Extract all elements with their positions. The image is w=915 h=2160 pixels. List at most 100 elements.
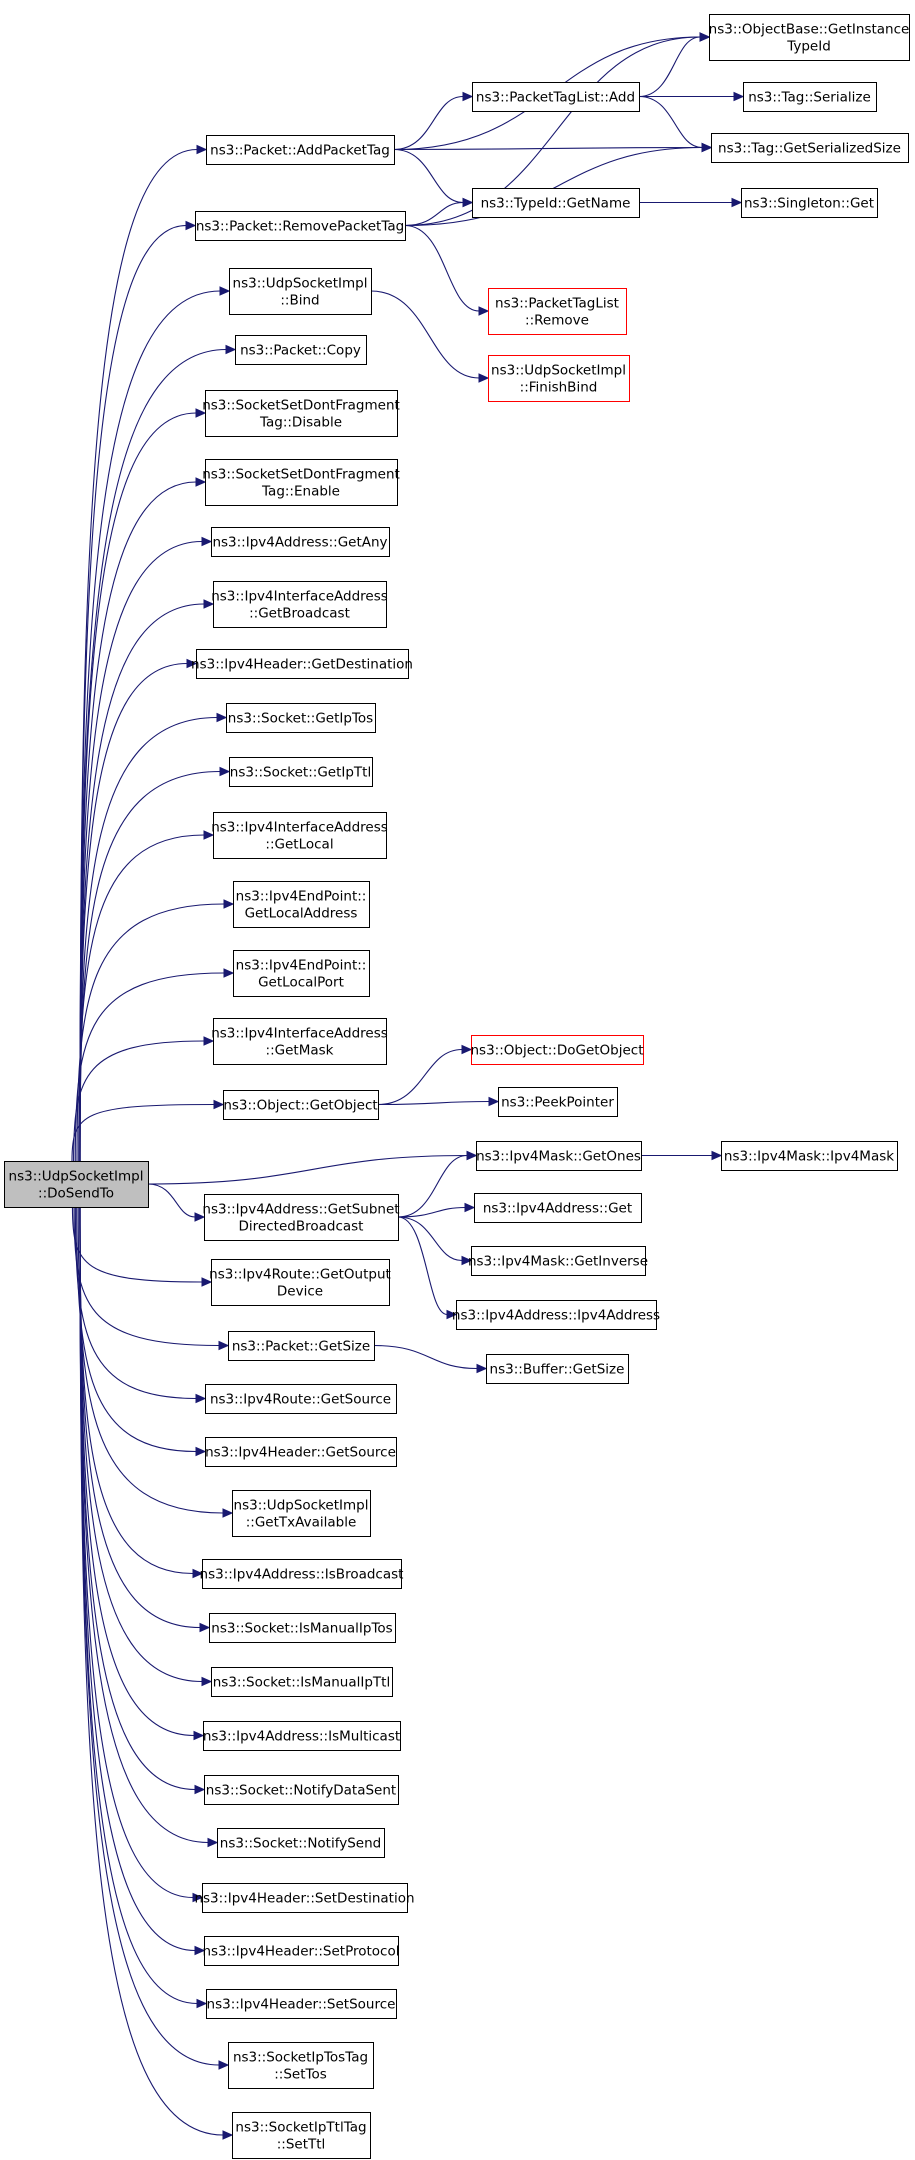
node-box	[476, 1141, 642, 1171]
node-dosendto[interactable]: ns3::UdpSocketImpl::DoSendTo	[4, 1161, 149, 1208]
node-getipttl[interactable]: ns3::Socket::GetIpTtl	[229, 757, 373, 787]
edge-dosendto-setttl	[79, 1206, 224, 2136]
arrow-head	[201, 536, 213, 547]
node-notifydatasent[interactable]: ns3::Socket::NotifyDataSent	[204, 1775, 399, 1805]
node-label: GetLocalAddress	[245, 906, 358, 922]
node-isbroadcast[interactable]: ns3::Ipv4Address::IsBroadcast	[200, 1559, 404, 1589]
node-addressipv4address[interactable]: ns3::Ipv4Address::Ipv4Address	[452, 1300, 660, 1330]
node-setsource[interactable]: ns3::Ipv4Header::SetSource	[206, 1989, 397, 2019]
node-setprotocol[interactable]: ns3::Ipv4Header::SetProtocol	[203, 1936, 400, 1966]
node-box	[488, 288, 627, 335]
node-setttl[interactable]: ns3::SocketIpTtlTag::SetTtl	[232, 2112, 371, 2159]
node-bind[interactable]: ns3::UdpSocketImpl::Bind	[229, 268, 372, 315]
arrow-head	[203, 1036, 215, 1046]
node-taggetserializedsize[interactable]: ns3::Tag::GetSerializedSize	[711, 133, 909, 163]
node-getlocaladdress[interactable]: ns3::Ipv4EndPoint::GetLocalAddress	[233, 881, 370, 928]
node-maskipv4mask[interactable]: ns3::Ipv4Mask::Ipv4Mask	[721, 1141, 898, 1171]
arrow-head	[193, 1730, 205, 1741]
edge-getsubnet-maskgetones	[397, 1154, 468, 1218]
node-typeidgetname[interactable]: ns3::TypeId::GetName	[472, 188, 640, 218]
arrow-head	[462, 197, 474, 208]
node-routegetsource[interactable]: ns3::Ipv4Route::GetSource	[205, 1384, 397, 1414]
node-getdestination[interactable]: ns3::Ipv4Header::GetDestination	[191, 649, 413, 679]
arrow-head	[201, 1277, 213, 1287]
node-getlocalport[interactable]: ns3::Ipv4EndPoint::GetLocalPort	[233, 950, 370, 997]
edge-dosendto-getdestination	[79, 662, 188, 1162]
edge-getsubnet-maskgetinverse	[397, 1216, 463, 1262]
node-getbroadcast[interactable]: ns3::Ipv4InterfaceAddress::GetBroadcast	[211, 581, 388, 628]
node-ismanualiptos[interactable]: ns3::Socket::IsManualIpTos	[209, 1613, 396, 1643]
node-label: ns3::Ipv4Header::SetSource	[207, 1997, 396, 2013]
node-getsize[interactable]: ns3::Packet::GetSize	[228, 1331, 375, 1361]
node-getsubnet[interactable]: ns3::Ipv4Address::GetSubnetDirectedBroad…	[202, 1194, 400, 1241]
node-box	[213, 1018, 387, 1065]
edge-dosendto-getlocal	[78, 834, 205, 1162]
node-headergetsource[interactable]: ns3::Ipv4Header::GetSource	[205, 1437, 397, 1467]
edge-packettaglistadd-getinstancetypeid	[638, 36, 701, 98]
edge-dosendto-getany	[79, 540, 203, 1162]
node-label: ::GetTxAvailable	[246, 1515, 357, 1531]
node-label: ns3::Ipv4Header::SetProtocol	[203, 1944, 400, 1960]
node-settos[interactable]: ns3::SocketIpTosTag::SetTos	[228, 2042, 374, 2089]
node-dogetobject[interactable]: ns3::Object::DoGetObject	[470, 1035, 644, 1065]
node-maskgetones[interactable]: ns3::Ipv4Mask::GetOnes	[476, 1141, 642, 1171]
node-removepackettag[interactable]: ns3::Packet::RemovePacketTag	[195, 211, 406, 241]
arrow-head	[195, 477, 207, 487]
node-box	[226, 703, 376, 733]
arrow-head	[731, 197, 743, 208]
node-singletonget[interactable]: ns3::Singleton::Get	[741, 188, 878, 218]
node-label: ns3::Ipv4Route::GetSource	[210, 1392, 391, 1408]
node-label: DirectedBroadcast	[239, 1219, 364, 1235]
edge-dosendto-gettxavailable	[77, 1206, 224, 1514]
node-setdestination[interactable]: ns3::Ipv4Header::SetDestination	[194, 1883, 415, 1913]
node-label: ::GetBroadcast	[249, 606, 350, 622]
node-getmask[interactable]: ns3::Ipv4InterfaceAddress::GetMask	[211, 1018, 388, 1065]
node-getiptos[interactable]: ns3::Socket::GetIpTos	[226, 703, 376, 733]
node-copy[interactable]: ns3::Packet::Copy	[235, 335, 367, 365]
node-label: ns3::Packet::GetSize	[232, 1339, 370, 1355]
edge-dosendto-maskgetones	[147, 1154, 468, 1185]
node-label: ns3::Socket::GetIpTtl	[230, 765, 371, 781]
node-label: ns3::PacketTagList	[495, 296, 619, 312]
node-finishbind[interactable]: ns3::UdpSocketImpl::FinishBind	[488, 355, 630, 402]
node-getlocal[interactable]: ns3::Ipv4InterfaceAddress::GetLocal	[211, 812, 388, 859]
node-box	[471, 1035, 644, 1065]
node-box	[721, 1141, 898, 1171]
node-tagserialize[interactable]: ns3::Tag::Serialize	[743, 82, 877, 112]
node-box	[205, 1437, 397, 1467]
node-peekpointer[interactable]: ns3::PeekPointer	[498, 1087, 618, 1117]
node-packettaglistremove[interactable]: ns3::PacketTagList::Remove	[488, 288, 627, 335]
node-gettxavailable[interactable]: ns3::UdpSocketImpl::GetTxAvailable	[232, 1490, 371, 1537]
node-label: Tag::Disable	[259, 415, 342, 431]
node-addressget[interactable]: ns3::Ipv4Address::Get	[474, 1193, 642, 1223]
node-label: ns3::Packet::Copy	[240, 343, 361, 359]
arrow-head	[207, 1837, 219, 1848]
edge-dosendto-headergetsource	[76, 1206, 197, 1453]
call-edges	[71, 32, 745, 2140]
arrow-head	[461, 1044, 473, 1055]
node-getobject[interactable]: ns3::Object::GetObject	[223, 1090, 379, 1120]
node-notifysend[interactable]: ns3::Socket::NotifySend	[217, 1828, 385, 1858]
node-getany[interactable]: ns3::Ipv4Address::GetAny	[211, 527, 390, 557]
node-ismulticast[interactable]: ns3::Ipv4Address::IsMulticast	[203, 1721, 401, 1751]
node-buffergetsize[interactable]: ns3::Buffer::GetSize	[486, 1354, 629, 1384]
node-addpackettag[interactable]: ns3::Packet::AddPacketTag	[206, 135, 395, 165]
edge-bind-finishbind	[370, 290, 480, 379]
node-maskgetinverse[interactable]: ns3::Ipv4Mask::GetInverse	[468, 1246, 648, 1276]
node-ismanualipttl[interactable]: ns3::Socket::IsManualIpTtl	[211, 1667, 393, 1697]
node-box	[211, 1667, 393, 1697]
node-packettaglistadd[interactable]: ns3::PacketTagList::Add	[472, 82, 640, 112]
node-box	[228, 1331, 375, 1361]
arrow-head	[464, 1202, 476, 1213]
node-label: ns3::Singleton::Get	[744, 196, 874, 212]
node-label: ns3::Ipv4Address::IsMulticast	[203, 1729, 400, 1745]
node-box	[235, 335, 367, 365]
node-label: ns3::Ipv4InterfaceAddress	[211, 1026, 388, 1042]
arrow-head	[219, 766, 231, 777]
node-box	[204, 1194, 399, 1241]
